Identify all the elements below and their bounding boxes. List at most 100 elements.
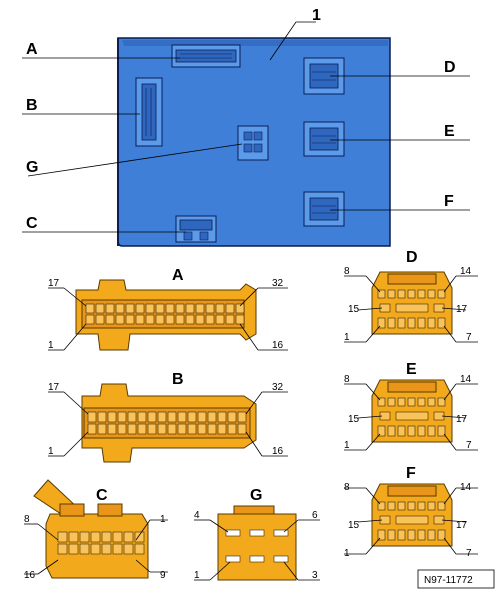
leader-line xyxy=(443,275,457,293)
pin-cell xyxy=(185,314,195,325)
leader-line xyxy=(365,487,381,505)
pin-cell xyxy=(377,425,386,437)
pin-cell xyxy=(85,314,95,325)
E-pin-15: 15 xyxy=(348,414,360,425)
E-pin-7: 7 xyxy=(466,440,472,451)
C-pin-8: 8 xyxy=(24,514,30,525)
pin-cell xyxy=(167,411,177,423)
pin-cell xyxy=(123,531,134,543)
pin-cell xyxy=(90,531,101,543)
pin-cell xyxy=(123,543,134,555)
label-C-detail: C xyxy=(96,487,108,504)
leader-line xyxy=(365,433,381,451)
connector-C-detail xyxy=(33,479,149,579)
pin-cell xyxy=(207,423,217,435)
pin-cell xyxy=(395,515,429,525)
connectors-DEF-detail xyxy=(344,271,478,555)
pin-cell xyxy=(387,425,396,437)
B-pin-32: 32 xyxy=(272,382,284,393)
pin-cell xyxy=(187,411,197,423)
pin-cell xyxy=(134,543,145,555)
pin-cell xyxy=(427,501,436,511)
pin-cell xyxy=(115,314,125,325)
pin-cell xyxy=(68,531,79,543)
unit-leader-lines xyxy=(22,21,470,233)
leader-line xyxy=(357,415,383,419)
leader-line xyxy=(443,537,457,555)
pin-cell xyxy=(187,423,197,435)
pin-cell xyxy=(175,303,185,314)
connector-D-latch xyxy=(387,273,437,285)
label-G-detail: G xyxy=(250,487,262,504)
pin-cell xyxy=(95,314,105,325)
pin-cell xyxy=(377,397,386,407)
G-pin-1: 1 xyxy=(194,570,200,581)
D-pin-14: 14 xyxy=(460,266,472,277)
pin-cell xyxy=(437,529,446,541)
F-pin-7: 7 xyxy=(466,548,472,559)
F-pin-15: 15 xyxy=(348,520,360,531)
pin-cell xyxy=(387,397,396,407)
pin-cell xyxy=(155,303,165,314)
pin-cell xyxy=(437,501,446,511)
pin-cell xyxy=(407,501,416,511)
pin-cell xyxy=(117,411,127,423)
pin-cell xyxy=(97,411,107,423)
pin-cell xyxy=(387,317,396,329)
connector-E-body xyxy=(344,379,478,451)
pin-cell xyxy=(407,317,416,329)
connector-C-pin-grid xyxy=(57,531,145,555)
pin-cell xyxy=(85,303,95,314)
label-E-detail: E xyxy=(406,361,417,378)
label-G-unit: G xyxy=(26,159,38,176)
pin-cell xyxy=(377,529,386,541)
pin-cell xyxy=(225,314,235,325)
C-pin-1: 1 xyxy=(160,514,166,525)
pin-cell xyxy=(87,423,97,435)
pin-cell xyxy=(417,425,426,437)
pin-cell xyxy=(205,314,215,325)
pin-cell xyxy=(417,501,426,511)
leader-line xyxy=(441,519,467,523)
connector-F-latch xyxy=(387,485,437,497)
pin-cell xyxy=(387,501,396,511)
label-A-unit: A xyxy=(26,41,38,58)
pin-cell xyxy=(397,501,406,511)
F-pin-8: 8 xyxy=(344,482,350,493)
pin-cell xyxy=(79,531,90,543)
pin-cell xyxy=(95,303,105,314)
D-pin-15: 15 xyxy=(348,304,360,315)
pin-cell xyxy=(217,411,227,423)
leader-line xyxy=(441,415,467,419)
connector-A-detail xyxy=(75,279,257,351)
pin-cell xyxy=(101,543,112,555)
D-pin-7: 7 xyxy=(466,332,472,343)
pin-cell xyxy=(397,289,406,299)
E-pin-14: 14 xyxy=(460,374,472,385)
pin-cell xyxy=(387,289,396,299)
ref-code: N97-11772 xyxy=(424,575,473,586)
G-pin-4: 4 xyxy=(194,510,200,521)
pin-cell xyxy=(427,397,436,407)
connector-B-pin-grid xyxy=(87,411,247,435)
unit-connector-A xyxy=(171,44,241,68)
D-pin-1: 1 xyxy=(344,332,350,343)
pin-cell xyxy=(157,411,167,423)
pin-cell xyxy=(417,317,426,329)
connector-E-latch xyxy=(387,381,437,393)
leader-line xyxy=(357,307,383,311)
label-D-detail: D xyxy=(406,249,418,266)
pin-cell xyxy=(57,543,68,555)
pin-cell xyxy=(217,423,227,435)
connector-B-detail xyxy=(81,383,257,463)
leader-line xyxy=(443,325,457,343)
pin-cell xyxy=(105,303,115,314)
unit-connector-G xyxy=(237,125,269,161)
pin-cell xyxy=(227,411,237,423)
A-pin-16: 16 xyxy=(272,340,284,351)
pin-cell xyxy=(215,314,225,325)
pin-cell xyxy=(407,529,416,541)
pin-cell xyxy=(147,411,157,423)
pin-cell xyxy=(165,303,175,314)
